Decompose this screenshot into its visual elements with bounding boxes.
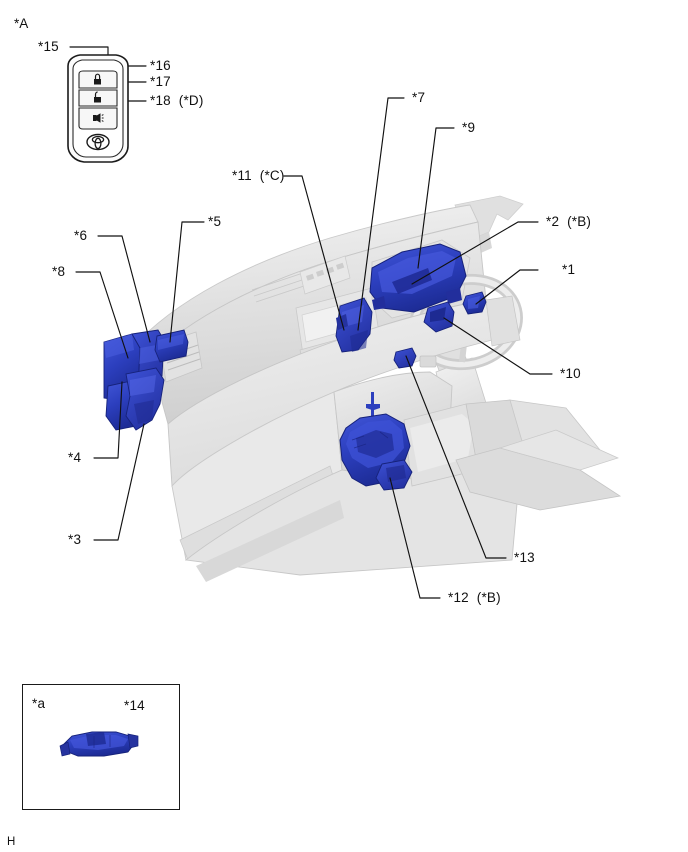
component-5 xyxy=(154,329,189,363)
component-3 xyxy=(125,367,165,431)
callout-9: *9 xyxy=(462,120,476,135)
component-13 xyxy=(393,347,417,369)
component-14 xyxy=(59,731,139,757)
callout-5: *5 xyxy=(208,214,222,229)
callout-7: *7 xyxy=(412,90,426,105)
callout-18: *18 (*D) xyxy=(150,93,204,108)
callout-2: *2 (*B) xyxy=(546,214,592,229)
component-1 xyxy=(462,291,487,315)
component-10 xyxy=(423,301,455,333)
component-11-7 xyxy=(335,297,373,353)
callout-16: *16 xyxy=(150,58,171,73)
lock-open-icon xyxy=(94,91,101,103)
callout-4: *4 xyxy=(68,450,82,465)
callout-11: *11 (*C) xyxy=(232,168,285,183)
toyota-emblem-icon xyxy=(86,133,110,151)
callout-12: *12 (*B) xyxy=(448,590,501,605)
vehicle-interior-illustration xyxy=(131,195,622,582)
callout-13: *13 xyxy=(514,550,535,565)
unlock-button[interactable] xyxy=(78,89,118,107)
callout-14: *14 xyxy=(124,698,145,713)
callout-10: *10 xyxy=(560,366,581,381)
alarm-icon xyxy=(93,113,104,123)
lock-button[interactable] xyxy=(78,70,118,89)
callout-6: *6 xyxy=(74,228,88,243)
component-12 xyxy=(339,392,413,491)
panic-button[interactable] xyxy=(78,107,118,130)
footer-mark: H xyxy=(7,836,16,848)
lock-closed-icon xyxy=(94,73,101,85)
callout-17: *17 xyxy=(150,74,171,89)
callout-15: *15 xyxy=(38,39,59,54)
callout-8: *8 xyxy=(52,264,66,279)
callout-3: *3 xyxy=(68,532,82,547)
section-tag-a: *A xyxy=(14,16,29,31)
callout-1: *1 xyxy=(562,262,576,277)
inset-tag-a: *a xyxy=(32,696,46,711)
highlighted-components xyxy=(103,243,487,491)
component-9-2 xyxy=(369,243,467,313)
